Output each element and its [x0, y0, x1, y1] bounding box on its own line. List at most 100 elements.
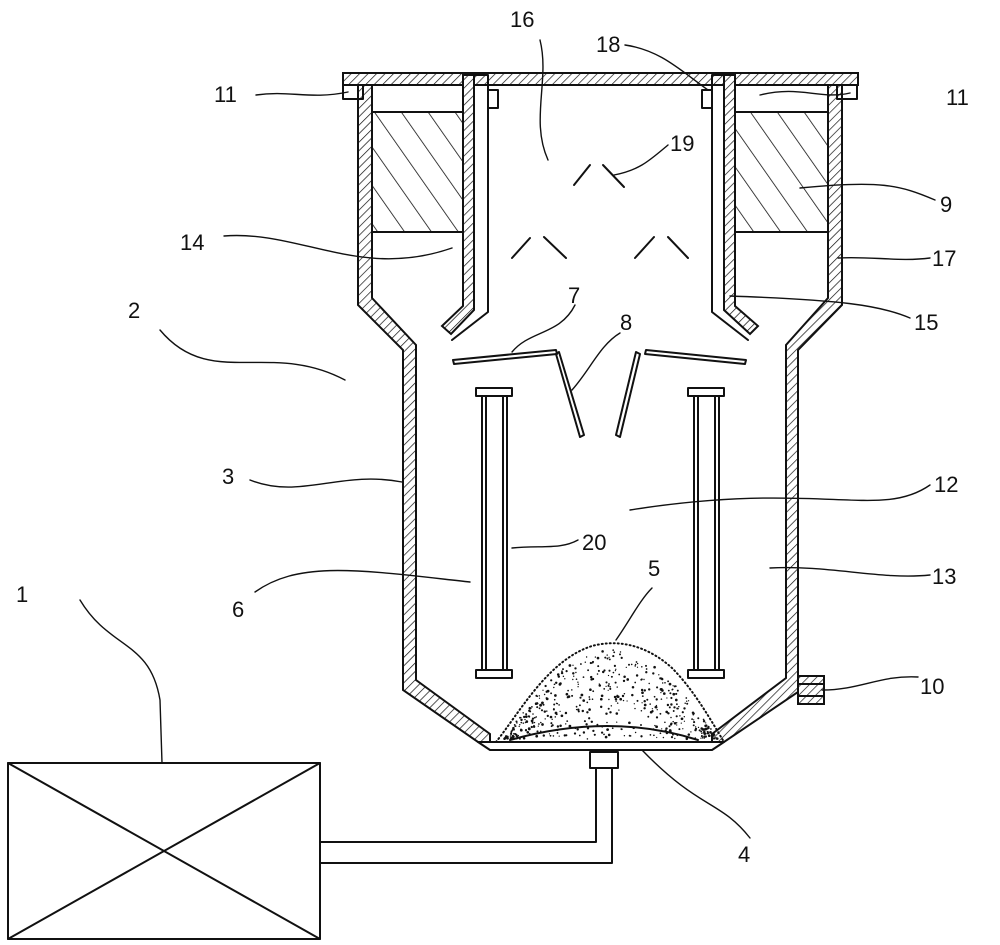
hatched-block-9-right — [734, 111, 829, 233]
granule-dot — [673, 706, 676, 709]
granule-dot — [583, 720, 586, 723]
granule-dot — [601, 670, 605, 674]
granule-dot — [552, 735, 555, 737]
granule-dot — [519, 724, 521, 726]
granule-dot — [665, 731, 669, 735]
granule-dot — [604, 735, 608, 739]
inner-tube-14 — [440, 74, 499, 341]
granule-dot — [636, 699, 639, 702]
granule-dot — [655, 716, 659, 719]
granule-dot — [692, 713, 695, 716]
granule-dot — [615, 712, 619, 715]
granule-dot — [615, 700, 617, 702]
granule-dot — [575, 705, 578, 708]
granule-dot — [566, 720, 569, 722]
granule-dot — [643, 689, 646, 692]
granule-dot — [672, 685, 674, 687]
granule-dot — [530, 719, 534, 723]
granule-dot — [612, 671, 615, 674]
connecting-pipe — [319, 751, 619, 864]
granule-dot — [614, 697, 618, 701]
granule-dot — [577, 683, 580, 686]
granule-dot — [605, 685, 607, 688]
granule-dot — [685, 697, 688, 699]
granule-dot — [683, 720, 686, 722]
granule-dot — [640, 735, 643, 738]
granule-dot — [524, 721, 527, 724]
granule-dot — [560, 671, 564, 675]
granule-dot — [587, 669, 590, 672]
granule-dot — [694, 726, 697, 728]
granule-dot — [707, 734, 711, 738]
granule-dot — [634, 707, 636, 710]
granule-dot — [654, 705, 657, 709]
granule-dot — [524, 729, 528, 732]
granule-dot — [571, 694, 574, 697]
granule-dot — [676, 689, 679, 692]
granule-dot — [659, 712, 662, 715]
granule-dot — [676, 722, 678, 724]
granule-dot — [705, 724, 708, 727]
granule-dot — [613, 651, 616, 654]
granule-dot — [669, 723, 673, 726]
numeral-9: 9 — [940, 192, 952, 217]
granule-dot — [540, 721, 542, 724]
granule-dot — [522, 712, 524, 714]
granule-dot — [655, 725, 658, 729]
granule-dot — [556, 729, 559, 732]
granule-dot — [651, 708, 654, 710]
granule-dot — [618, 709, 620, 711]
granule-dot — [615, 668, 617, 670]
numeral-6: 6 — [232, 597, 244, 622]
granule-dot — [586, 727, 590, 730]
granule-dot — [635, 674, 639, 677]
granule-dot — [528, 715, 531, 718]
granule-dot — [525, 720, 529, 723]
granule-dot — [533, 721, 536, 724]
granule-dot — [694, 729, 697, 732]
granule-dot — [610, 705, 613, 707]
granule-dot — [538, 695, 541, 697]
granule-dot — [539, 703, 542, 707]
numeral-8: 8 — [620, 310, 632, 335]
granule-dot — [670, 716, 672, 719]
granule-dot — [574, 727, 577, 730]
granule-dot — [682, 728, 684, 730]
numeral-14: 14 — [180, 230, 204, 255]
granule-dot — [575, 708, 578, 711]
granule-dot — [705, 722, 707, 724]
granule-dot — [511, 734, 515, 738]
granule-dot — [668, 706, 671, 709]
granule-dot — [680, 722, 682, 724]
granule-dot — [652, 672, 655, 675]
granule-dot — [572, 678, 574, 681]
granule-dot — [608, 698, 610, 701]
granule-dot — [631, 693, 634, 697]
granule-dot — [700, 727, 703, 730]
granule-dot — [628, 663, 630, 666]
numeral-13: 13 — [932, 564, 956, 589]
granule-dot — [693, 719, 695, 721]
granule-dot — [579, 663, 582, 665]
granule-dot — [674, 698, 678, 702]
granule-dot — [655, 704, 658, 707]
granule-dot — [672, 720, 674, 723]
granule-dot — [653, 695, 656, 698]
granule-dot — [693, 721, 696, 724]
granule-dot — [543, 693, 546, 696]
granule-dot — [562, 668, 564, 671]
granule-dot — [622, 699, 625, 702]
granule-dot — [685, 737, 689, 741]
granule-dot — [623, 675, 626, 679]
numeral-18: 18 — [596, 32, 620, 57]
granule-dot — [601, 726, 603, 728]
granule-dot — [599, 705, 603, 709]
granule-dot — [612, 655, 615, 658]
granule-dot — [606, 721, 608, 724]
granule-dot — [522, 736, 526, 740]
numeral-11-left: 11 — [214, 82, 237, 107]
granule-dot — [538, 723, 540, 725]
granule-dot — [608, 656, 610, 659]
granule-dot — [536, 706, 539, 709]
granule-dot — [700, 730, 703, 733]
